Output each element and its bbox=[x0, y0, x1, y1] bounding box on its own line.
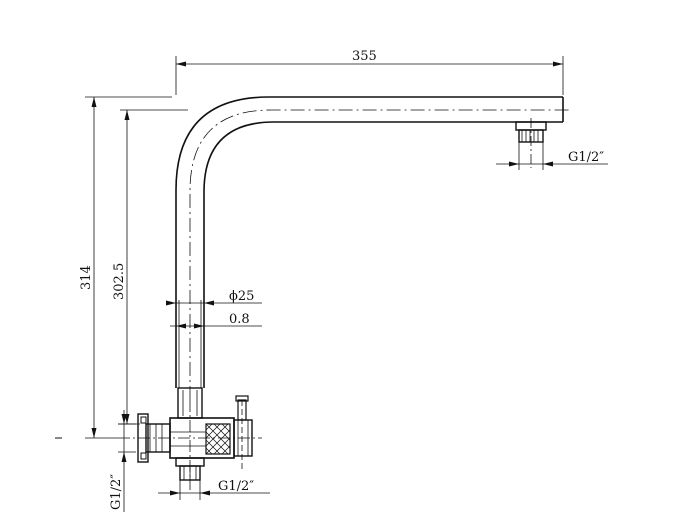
dim-wall-thickness-label: 0.8 bbox=[229, 312, 250, 327]
outlet-fitting bbox=[515, 118, 547, 168]
dim-height-inner-label: 302.5 bbox=[112, 263, 127, 300]
dim-inlet-thread-bottom-label: G1/2″ bbox=[218, 479, 254, 494]
dim-height-inner: 302.5 bbox=[112, 109, 188, 425]
dim-height-total: 314 bbox=[79, 96, 172, 439]
dim-outlet-thread: G1/2″ bbox=[496, 142, 608, 170]
dim-wall-thickness: 0.8 bbox=[170, 312, 262, 329]
dim-height-total-label: 314 bbox=[79, 265, 94, 290]
valve-assembly bbox=[55, 387, 262, 490]
dim-inlet-thread-side: G1/2″ bbox=[109, 410, 136, 512]
pipe-body bbox=[175, 96, 570, 400]
dim-diameter: ϕ25 bbox=[166, 289, 262, 306]
dim-outlet-thread-label: G1/2″ bbox=[568, 150, 604, 165]
dim-inlet-thread-bottom: G1/2″ bbox=[158, 479, 270, 500]
dim-width-label: 355 bbox=[352, 49, 377, 64]
dim-width: 355 bbox=[175, 49, 564, 95]
dim-inlet-thread-side-label: G1/2″ bbox=[109, 474, 124, 510]
dim-diameter-label: ϕ25 bbox=[229, 289, 254, 304]
